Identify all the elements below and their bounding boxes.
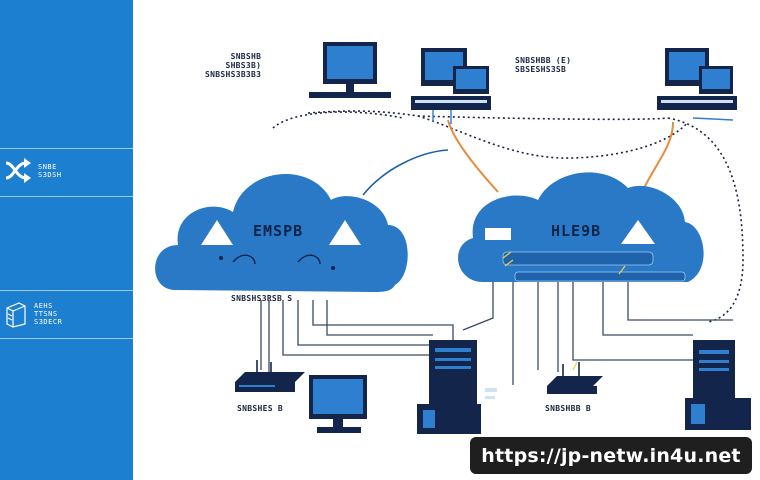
sidebar-item-network[interactable]: SNBE S3DSH xyxy=(4,158,62,184)
shuffle-arrows-icon xyxy=(5,158,31,183)
server-tower-left[interactable] xyxy=(417,340,497,434)
workstation-right[interactable] xyxy=(657,48,737,121)
desktop-monitor-bottom[interactable] xyxy=(309,375,367,433)
workstation-center[interactable] xyxy=(411,48,491,124)
desktop-monitor[interactable] xyxy=(309,42,391,98)
sidebar-item-label: AEHS TTSNS S3DECR xyxy=(34,302,63,326)
cloud-emspb[interactable] xyxy=(155,174,408,292)
triangle-marker xyxy=(201,220,233,245)
cloud-connector xyxy=(362,149,449,196)
sidebar-item-label: SNBE S3DSH xyxy=(38,163,62,179)
label-top-center: SNBSHBB (E) SBSESHS3SB xyxy=(515,56,572,74)
label-router-left: SNBSHES B xyxy=(237,404,284,413)
orange-link xyxy=(642,121,674,191)
url-badge[interactable]: https://jp-netw.in4u.net xyxy=(470,437,752,474)
sidebar: SNBE S3DSH AEHS TTSNS S3DECR xyxy=(0,0,133,480)
sidebar-divider xyxy=(0,290,133,291)
server-tower-right[interactable] xyxy=(685,340,751,430)
sidebar-divider xyxy=(0,148,133,149)
sidebar-item-servers[interactable]: AEHS TTSNS S3DECR xyxy=(4,300,62,328)
sidebar-divider xyxy=(0,338,133,339)
router-right[interactable] xyxy=(547,361,603,394)
triangle-marker xyxy=(329,220,361,245)
cloud-title-emspb: EMSPB xyxy=(253,222,304,240)
router-left[interactable] xyxy=(235,360,305,392)
server-rack-icon xyxy=(6,302,26,328)
cloud-title-hle9b: HLE9B xyxy=(551,222,602,240)
triangle-marker xyxy=(621,220,655,244)
sidebar-divider xyxy=(0,196,133,197)
label-router-right: SNBSHBB B xyxy=(545,404,592,413)
right-cloud-links xyxy=(462,280,733,385)
network-diagram: SNBSHB SHBS3B) SNBSHS3B3B3 SNBSHBB (E) S… xyxy=(133,0,760,480)
dotted-link xyxy=(417,115,689,159)
cloud-hle9b[interactable] xyxy=(458,172,704,282)
status-bar xyxy=(485,228,511,240)
left-cloud-links xyxy=(260,300,454,378)
label-top-left: SNBSHB SHBS3B) SNBSHS3B3B3 xyxy=(205,52,262,79)
dotted-link xyxy=(307,110,669,121)
orange-link xyxy=(447,119,499,193)
dotted-link xyxy=(272,111,404,129)
cloud-sublabel: SNBSHS3RSB S xyxy=(231,294,293,303)
